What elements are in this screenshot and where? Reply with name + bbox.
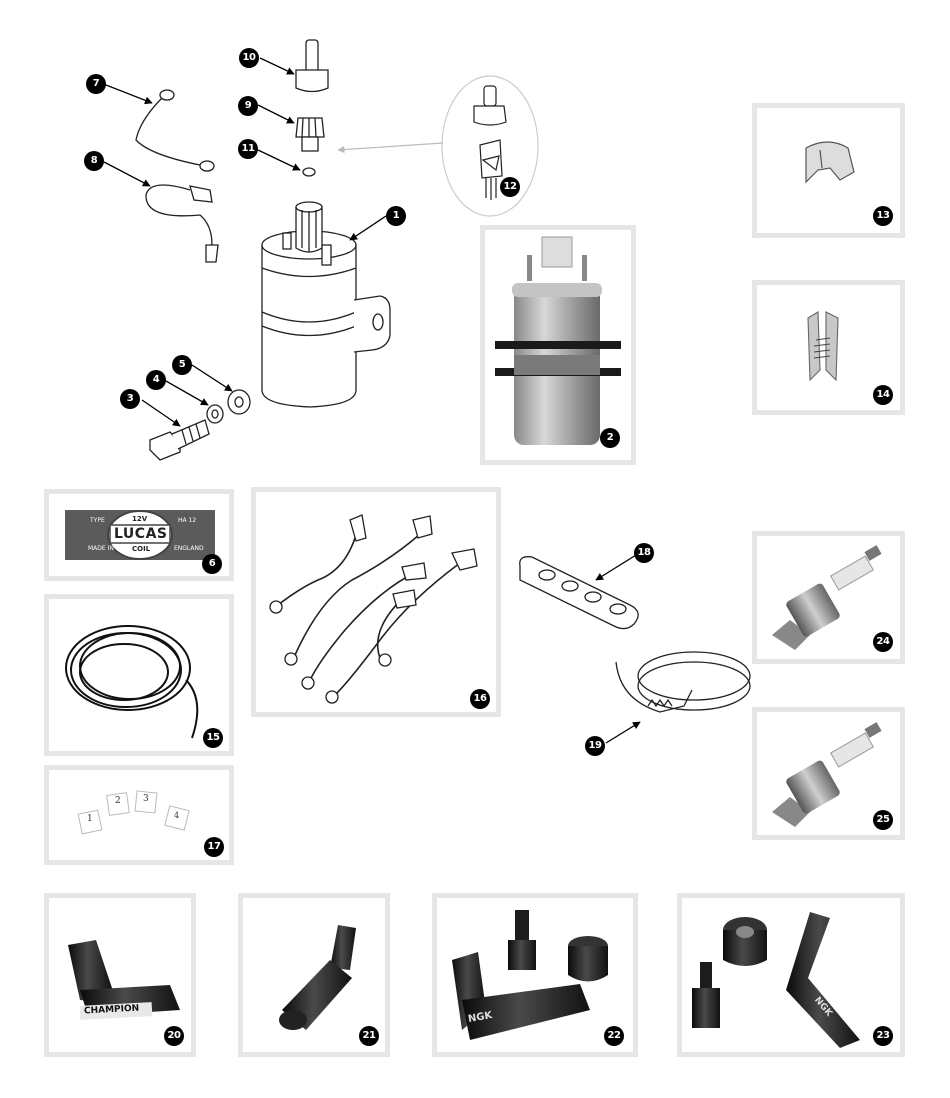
callout-18: 18 [634, 543, 654, 563]
callout-23: 23 [873, 1026, 893, 1046]
decal-brand: LUCAS [114, 526, 168, 542]
hose-clip-drawing [615, 651, 751, 713]
frame-part-17 [44, 765, 234, 865]
decal-model: HA 12 [178, 517, 197, 524]
lead-separator-drawing [519, 556, 639, 630]
lucas-decal [65, 510, 215, 560]
callout-7: 7 [86, 74, 106, 94]
straight-cap-photo [279, 925, 356, 1030]
ht-lead-boots [269, 514, 478, 704]
frame-part-16 [251, 487, 501, 717]
spark-plug-25 [772, 722, 882, 827]
small-washer-drawing [302, 167, 316, 177]
insert-drawing [807, 311, 839, 382]
connector-detail-drawing [473, 85, 507, 200]
frame-part-21 [238, 893, 390, 1057]
callout-1: 1 [386, 206, 406, 226]
detail-bubble [337, 75, 539, 217]
callout-6: 6 [202, 554, 222, 574]
decal-product: COIL [132, 545, 151, 553]
callout-13: 13 [873, 206, 893, 226]
earth-wire-drawing [135, 89, 215, 172]
callout-10: 10 [239, 48, 259, 68]
callout-2: 2 [600, 428, 620, 448]
number-tag-2: 2 [115, 796, 121, 806]
champion-cap-photo [68, 940, 180, 1020]
callout-15: 15 [203, 728, 223, 748]
knurled-nut-drawing [295, 117, 325, 152]
callout-leaders [103, 57, 641, 744]
spark-plug-24 [772, 545, 882, 650]
callout-12: 12 [500, 177, 520, 197]
coil-drawing [261, 201, 391, 408]
decal-volt: 12V [132, 515, 148, 523]
ngk-cap-set-photo [452, 910, 608, 1040]
callout-19: 19 [585, 736, 605, 756]
callout-21: 21 [359, 1026, 379, 1046]
callout-3: 3 [120, 389, 140, 409]
frame-part-13 [752, 103, 905, 238]
number-tag-1: 1 [87, 814, 93, 824]
callout-8: 8 [84, 151, 104, 171]
number-tag-3: 3 [143, 794, 149, 804]
decal-origin-left: MADE IN [88, 545, 114, 552]
callout-9: 9 [238, 96, 258, 116]
callout-4: 4 [146, 370, 166, 390]
callout-20: 20 [164, 1026, 184, 1046]
number-tags-drawing [77, 790, 190, 835]
ht-lead-set [277, 534, 461, 695]
terminal-cap-drawing [295, 39, 329, 93]
chrome-coil-photo [495, 236, 621, 445]
callout-5: 5 [172, 355, 192, 375]
callout-16: 16 [470, 689, 490, 709]
bolt-and-washers-drawing [149, 389, 251, 461]
decal-origin-right: ENGLAND [174, 545, 204, 552]
callout-11: 11 [238, 139, 258, 159]
clip-drawing [805, 141, 855, 184]
callout-17: 17 [204, 837, 224, 857]
callout-25: 25 [873, 810, 893, 830]
ngk-long-cap-set-photo [692, 912, 860, 1048]
frame-part-15 [44, 594, 234, 756]
ht-cable-coil [65, 625, 199, 739]
callout-14: 14 [873, 385, 893, 405]
spade-lead-drawing [145, 184, 219, 263]
callout-24: 24 [873, 632, 893, 652]
decal-type-label: TYPE [90, 517, 105, 524]
number-tag-4: 4 [174, 811, 180, 820]
callout-22: 22 [604, 1026, 624, 1046]
